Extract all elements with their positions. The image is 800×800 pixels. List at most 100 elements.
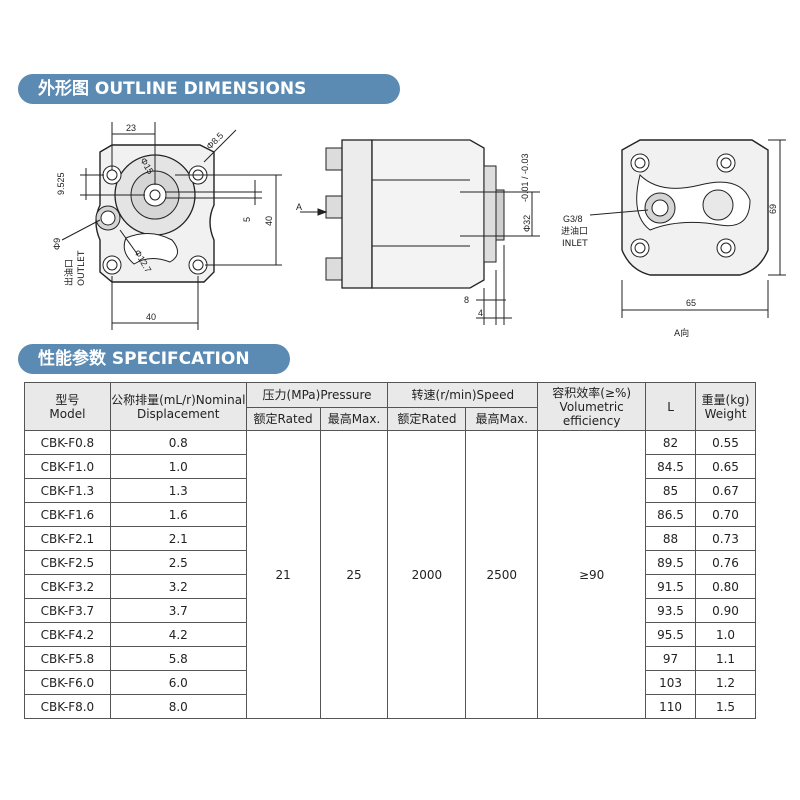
cell-weight: 1.2 [695,670,756,695]
dim-8: 8 [464,295,469,305]
cell-length: 82 [645,430,696,455]
cell-displacement: 3.2 [109,574,247,599]
cell-model: CBK-F4.2 [24,622,111,647]
cell-displacement: 6.0 [109,670,247,695]
header-pressure: 压力(MPa)Pressure [245,382,389,408]
dim-g3-8: G3/8 [563,214,583,224]
spec-title: 性能参数 SPECIFCATION [38,349,250,369]
dim-69: 69 [768,204,778,214]
cell-weight: 0.67 [695,478,756,503]
dim-5: 5 [242,217,252,222]
dim-9-525: 9.525 [56,172,66,195]
cell-weight: 1.5 [695,694,756,719]
cell-s-max: 2500 [465,430,539,719]
dim-phi-8-5: Φ8.5 [204,130,225,151]
dim-23: 23 [126,123,136,133]
dim-phi-32: Φ32 [522,215,532,232]
cell-length: 97 [645,646,696,671]
spec-banner: 性能参数 SPECIFCATION [18,344,290,374]
cell-model: CBK-F1.6 [24,502,111,527]
outline-title: 外形图 OUTLINE DIMENSIONS [38,79,307,99]
view-arrow-a: A [296,202,302,212]
cell-model: CBK-F1.0 [24,454,111,479]
cell-displacement: 3.7 [109,598,247,623]
front-view [61,122,282,330]
cell-model: CBK-F2.5 [24,550,111,575]
cell-length: 89.5 [645,550,696,575]
cell-vol: ≥90 [537,430,647,719]
cell-displacement: 0.8 [109,430,247,455]
cell-length: 103 [645,670,696,695]
cell-length: 88 [645,526,696,551]
inlet-label-cn: 进油口 [561,225,588,237]
cell-weight: 0.65 [695,454,756,479]
header-weight: 重量(kg)Weight [695,382,756,431]
cell-model: CBK-F3.7 [24,598,111,623]
cell-displacement: 1.3 [109,478,247,503]
side-view [300,139,540,325]
cell-p-max: 25 [319,430,389,719]
cell-length: 91.5 [645,574,696,599]
cell-weight: 1.1 [695,646,756,671]
header-pressure-max: 最高Max. [319,407,389,431]
header-volumetric-efficiency: 容积效率(≥%)Volumetric efficiency [537,382,647,431]
cell-length: 93.5 [645,598,696,623]
cell-model: CBK-F5.8 [24,646,111,671]
outlet-label-en: OUTLET [77,250,87,286]
cell-model: CBK-F6.0 [24,670,111,695]
cell-model: CBK-F1.3 [24,478,111,503]
outline-banner: 外形图 OUTLINE DIMENSIONS [18,74,400,104]
cell-displacement: 1.6 [109,502,247,527]
dim-40-vertical: 40 [264,216,274,226]
cell-weight: 1.0 [695,622,756,647]
cell-length: 84.5 [645,454,696,479]
outline-drawings: 23 Φ8.5 9.525 Φ15 5 40 Φ9 出油口 OUTLET Φ12… [52,122,786,339]
cell-weight: 0.90 [695,598,756,623]
header-speed-rated: 额定Rated [387,407,467,431]
cell-length: 95.5 [645,622,696,647]
cell-displacement: 8.0 [109,694,247,719]
dim-40-horizontal: 40 [146,312,156,322]
cell-model: CBK-F2.1 [24,526,111,551]
dim-phi-32-tolerance: -0.01 / -0.03 [520,153,530,202]
cell-weight: 0.76 [695,550,756,575]
outlet-label-cn: 出油口 [63,259,75,286]
cell-displacement: 2.5 [109,550,247,575]
dim-65: 65 [686,298,696,308]
cell-s-rated: 2000 [387,430,467,719]
header-speed: 转速(r/min)Speed [387,382,539,408]
cell-weight: 0.70 [695,502,756,527]
inlet-label-en: INLET [562,239,588,249]
view-a-caption: A向 [674,327,689,339]
cell-weight: 0.73 [695,526,756,551]
dim-4: 4 [478,308,483,318]
header-speed-max: 最高Max. [465,407,539,431]
cell-model: CBK-F3.2 [24,574,111,599]
cell-displacement: 1.0 [109,454,247,479]
cell-displacement: 4.2 [109,622,247,647]
header-length: L [645,382,696,431]
cell-displacement: 2.1 [109,526,247,551]
cell-weight: 0.55 [695,430,756,455]
cell-weight: 0.80 [695,574,756,599]
cell-displacement: 5.8 [109,646,247,671]
header-pressure-rated: 额定Rated [245,407,321,431]
cell-length: 110 [645,694,696,719]
cell-model: CBK-F0.8 [24,430,111,455]
cell-p-rated: 21 [245,430,321,719]
